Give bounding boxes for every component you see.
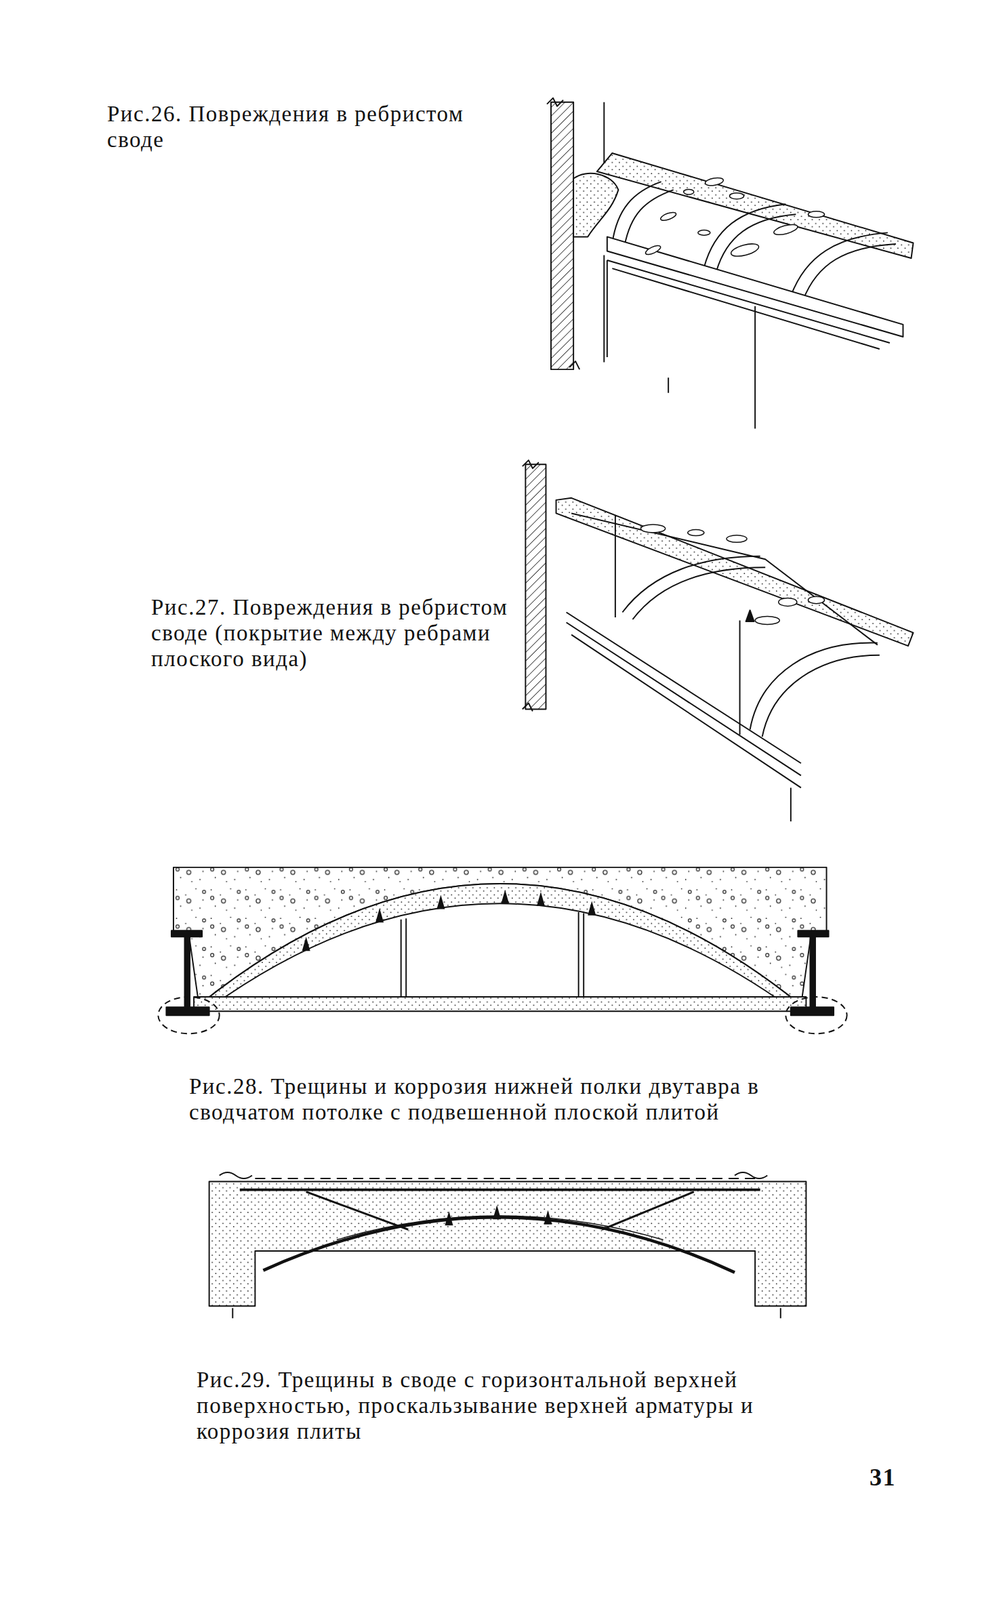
figure-27-ribbed-vault-flat-panels xyxy=(522,460,914,822)
figure-caption: Рис.27. Повреждения в ребристом своде (п… xyxy=(151,595,524,673)
figure-caption: Рис.29. Трещины в своде с горизонтальной… xyxy=(196,1367,814,1445)
figure-29-vault-horizontal-top xyxy=(209,1172,807,1319)
figure-caption: Рис.26. Повреждения в ребристом своде xyxy=(107,101,501,154)
figure-28-vaulted-ceiling-suspended-slab xyxy=(157,867,847,1034)
page-number: 31 xyxy=(869,1463,924,1492)
figure-26-ribbed-vault xyxy=(546,98,914,429)
figure-caption: Рис.28. Трещины и коррозия нижней полки … xyxy=(189,1074,847,1126)
